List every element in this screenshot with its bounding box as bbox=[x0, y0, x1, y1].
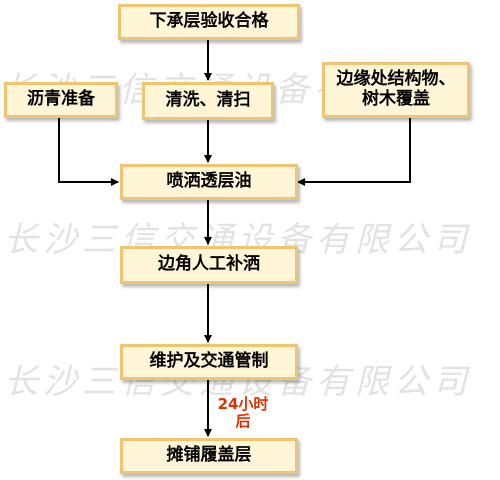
step-asphalt-prep-label: 沥青准备 bbox=[27, 89, 95, 110]
step-spray-prime-coat-label: 喷洒透层油 bbox=[166, 171, 252, 192]
step-corner-manual-spray-label: 边角人工补洒 bbox=[158, 254, 260, 275]
arrow-left-to-spray bbox=[58, 118, 119, 186]
wait-time-label: 24小时 后 bbox=[212, 396, 274, 430]
step-maintain-traffic-control: 维护及交通管制 bbox=[120, 344, 298, 380]
step-pave-cover-layer-label: 摊铺履盖层 bbox=[166, 445, 252, 466]
wait-time-line1: 24小时 bbox=[217, 395, 269, 413]
step-clean-label: 清洗、清扫 bbox=[165, 90, 251, 111]
step-edge-cover: 边缘处结构物、 树木覆盖 bbox=[322, 62, 470, 118]
arrow-right-to-spray bbox=[297, 118, 411, 186]
step-base-accepted-label: 下承层验收合格 bbox=[149, 11, 269, 32]
step-maintain-traffic-control-label: 维护及交通管制 bbox=[149, 351, 269, 372]
step-corner-manual-spray: 边角人工补洒 bbox=[120, 246, 298, 284]
step-clean: 清洗、清扫 bbox=[142, 82, 274, 120]
step-spray-prime-coat: 喷洒透层油 bbox=[120, 164, 298, 200]
step-edge-cover-line1: 边缘处结构物、 bbox=[336, 69, 456, 90]
wait-time-line2: 后 bbox=[235, 412, 251, 430]
step-pave-cover-layer: 摊铺履盖层 bbox=[120, 438, 298, 474]
step-base-accepted: 下承层验收合格 bbox=[118, 4, 300, 40]
step-edge-cover-line2: 树木覆盖 bbox=[362, 89, 430, 109]
step-asphalt-prep: 沥青准备 bbox=[4, 82, 118, 118]
